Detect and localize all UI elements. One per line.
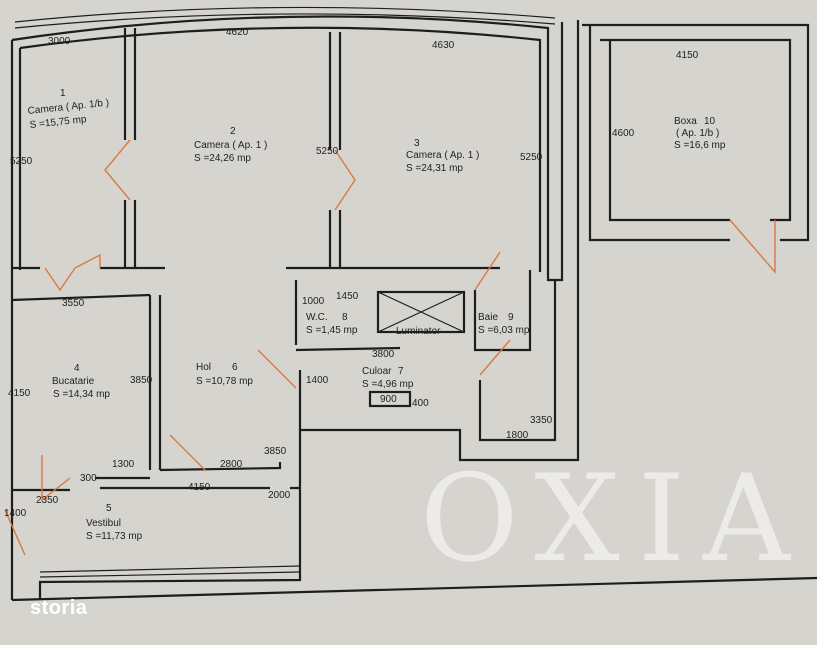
svg-text:3800: 3800: [372, 349, 395, 360]
svg-text:10: 10: [704, 116, 716, 127]
room-camera-1: 1 Camera ( Ap. 1/b ) S =15,75 mp: [27, 88, 109, 131]
svg-text:2350: 2350: [36, 495, 59, 506]
svg-text:5: 5: [106, 503, 112, 514]
svg-text:1400: 1400: [306, 375, 329, 386]
svg-text:S =10,78 mp: S =10,78 mp: [196, 376, 253, 387]
svg-text:S =1,45 mp: S =1,45 mp: [306, 325, 358, 336]
svg-text:S =6,03 mp: S =6,03 mp: [478, 325, 530, 336]
svg-text:S =16,6 mp: S =16,6 mp: [674, 140, 726, 151]
svg-text:400: 400: [412, 398, 429, 409]
svg-text:Culoar: Culoar: [362, 366, 392, 377]
svg-text:4150: 4150: [676, 50, 699, 61]
svg-text:900: 900: [380, 394, 397, 405]
svg-text:6: 6: [232, 362, 238, 373]
room-boxa: Boxa 10 ( Ap. 1/b ) S =16,6 mp: [674, 116, 726, 151]
svg-text:300: 300: [80, 473, 97, 484]
svg-text:1400: 1400: [4, 508, 27, 519]
svg-text:3850: 3850: [264, 446, 287, 457]
svg-text:9: 9: [508, 312, 514, 323]
svg-text:1: 1: [60, 88, 66, 99]
room-camera-3: 3 Camera ( Ap. 1 ) S =24,31 mp: [406, 138, 479, 174]
svg-text:1800: 1800: [506, 430, 529, 441]
svg-text:Vestibul: Vestibul: [86, 518, 121, 529]
watermark: OXIA: [420, 450, 808, 589]
svg-text:5250: 5250: [316, 146, 339, 157]
svg-text:4600: 4600: [612, 128, 635, 139]
svg-text:4: 4: [74, 363, 80, 374]
svg-text:Baie: Baie: [478, 312, 498, 323]
room-wc: W.C. 8 S =1,45 mp: [306, 312, 358, 336]
svg-text:S =24,31 mp: S =24,31 mp: [406, 163, 463, 174]
room-bucatarie: 4 Bucatarie S =14,34 mp: [52, 363, 110, 400]
luminator-label: Luminator: [396, 326, 441, 337]
room-hol: Hol 6 S =10,78 mp: [196, 362, 253, 387]
svg-text:S =4,96 mp: S =4,96 mp: [362, 379, 414, 390]
svg-text:4630: 4630: [432, 40, 455, 51]
svg-text:8: 8: [342, 312, 348, 323]
svg-text:Boxa: Boxa: [674, 116, 697, 127]
svg-text:Camera ( Ap. 1/b ): Camera ( Ap. 1/b ): [27, 98, 109, 117]
storia-logo: storia: [30, 597, 88, 619]
svg-text:7: 7: [398, 366, 404, 377]
svg-text:Bucatarie: Bucatarie: [52, 376, 95, 387]
svg-text:3000: 3000: [48, 36, 71, 47]
room-camera-2: 2 Camera ( Ap. 1 ) S =24,26 mp: [194, 126, 267, 164]
svg-text:Hol: Hol: [196, 362, 211, 373]
svg-text:3550: 3550: [62, 298, 85, 309]
svg-text:4620: 4620: [226, 27, 249, 38]
room-vestibul: 5 Vestibul S =11,73 mp: [86, 503, 143, 542]
room-baie: Baie 9 S =6,03 mp: [478, 312, 530, 336]
svg-text:Camera ( Ap. 1 ): Camera ( Ap. 1 ): [194, 140, 267, 151]
svg-text:S =15,75 mp: S =15,75 mp: [29, 114, 87, 131]
svg-text:2800: 2800: [220, 459, 243, 470]
dimensions: 3000 4620 4630 4150 5250 5250 5250 4600 …: [4, 27, 699, 519]
svg-text:2: 2: [230, 126, 236, 137]
svg-text:3350: 3350: [530, 415, 553, 426]
svg-text:S =11,73 mp: S =11,73 mp: [86, 531, 143, 542]
room-culoar: Culoar 7 S =4,96 mp: [362, 366, 414, 390]
svg-text:( Ap. 1/b ): ( Ap. 1/b ): [676, 128, 719, 139]
svg-text:3: 3: [414, 138, 420, 149]
svg-text:5250: 5250: [10, 156, 33, 167]
svg-text:S =14,34 mp: S =14,34 mp: [53, 389, 110, 400]
svg-text:5250: 5250: [520, 152, 543, 163]
svg-text:1450: 1450: [336, 291, 359, 302]
doors: [4, 139, 776, 556]
svg-text:S =24,26 mp: S =24,26 mp: [194, 153, 251, 164]
svg-text:4150: 4150: [8, 388, 31, 399]
svg-text:Camera ( Ap. 1 ): Camera ( Ap. 1 ): [406, 150, 479, 161]
walls: [10, 6, 817, 602]
svg-text:1000: 1000: [302, 296, 325, 307]
svg-text:2000: 2000: [268, 490, 291, 501]
svg-text:3850: 3850: [130, 375, 153, 386]
svg-text:1300: 1300: [112, 459, 135, 470]
svg-text:4150: 4150: [188, 482, 211, 493]
svg-text:W.C.: W.C.: [306, 312, 328, 323]
